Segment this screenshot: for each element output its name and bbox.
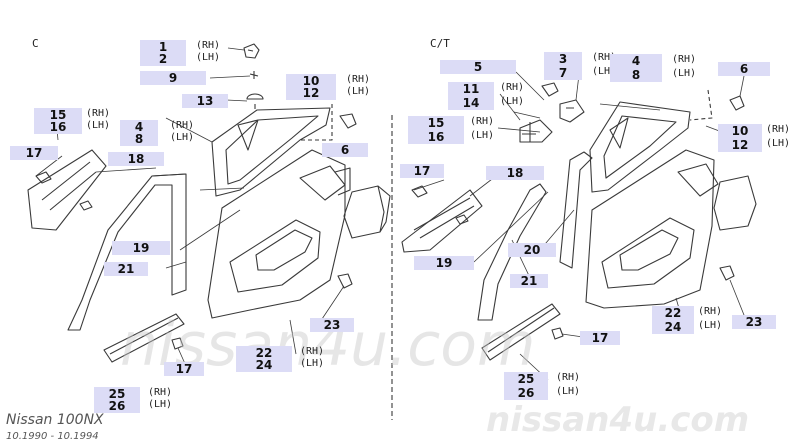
part-callout[interactable]: 8 [120, 132, 158, 146]
clip-part-left [243, 43, 260, 59]
clip-part-right [541, 82, 559, 97]
strip-right [559, 151, 593, 269]
part-callout[interactable]: 8 [610, 68, 662, 82]
part-callout[interactable]: 23 [310, 318, 354, 332]
part-callout[interactable]: 1 [140, 40, 186, 54]
dashed-guide [689, 89, 713, 121]
part-callout[interactable]: 19 [414, 256, 474, 270]
part-callout[interactable]: 10 [286, 74, 336, 88]
part-callout[interactable]: 24 [652, 320, 694, 334]
b-pillar-strip-left [27, 149, 107, 231]
part-callout[interactable]: 17 [400, 164, 444, 178]
part-callout[interactable]: 16 [408, 130, 464, 144]
upper-pillar-trim-right [589, 101, 691, 193]
part-callout[interactable]: 23 [732, 315, 776, 329]
part-callout[interactable]: 21 [104, 262, 148, 276]
weatherstrip-left [67, 173, 187, 331]
part-callout[interactable]: 3 [544, 52, 582, 66]
part-callout[interactable]: 5 [440, 60, 516, 74]
lh-label: (LH) [300, 358, 325, 369]
part-callout[interactable]: 12 [718, 138, 762, 152]
part-callout[interactable]: 17 [10, 146, 58, 160]
lh-label: (LH) [672, 68, 697, 79]
rh-label: (RH) [556, 372, 581, 383]
rh-label: (RH) [470, 116, 495, 127]
lh-label: (LH) [698, 320, 723, 331]
part-callout[interactable]: 24 [236, 358, 292, 372]
part-callout[interactable]: 20 [508, 243, 556, 257]
part-callout[interactable]: 7 [544, 66, 582, 80]
rh-label: (RH) [592, 52, 617, 63]
speaker-cover-right [713, 175, 757, 231]
part-callout[interactable]: 4 [610, 54, 662, 68]
rh-label: (RH) [148, 387, 173, 398]
section-title-left: C [32, 37, 39, 50]
rh-label: (RH) [672, 54, 697, 65]
rh-label: (RH) [500, 82, 525, 93]
part-callout[interactable]: 14 [448, 96, 494, 110]
part-callout[interactable]: 17 [580, 331, 620, 345]
model-dates: 10.1990 - 10.1994 [6, 431, 99, 442]
part-callout[interactable]: 11 [448, 82, 494, 96]
rh-label: (RH) [86, 108, 111, 119]
upper-pillar-trim-left [211, 107, 331, 197]
lh-label: (LH) [196, 52, 221, 63]
part-callout[interactable]: 9 [140, 71, 206, 85]
lh-label: (LH) [556, 386, 581, 397]
lh-label: (LH) [170, 132, 195, 143]
speaker-cover-left [343, 185, 385, 239]
part-callout[interactable]: 13 [182, 94, 228, 108]
lh-label: (LH) [470, 130, 495, 141]
lh-label: (LH) [500, 96, 525, 107]
part-callout[interactable]: 10 [718, 124, 762, 138]
rh-label: (RH) [698, 306, 723, 317]
section-title-right: C/T [430, 37, 450, 50]
part-callout[interactable]: 21 [510, 274, 548, 288]
part-callout[interactable]: 6 [322, 143, 368, 157]
rh-label: (RH) [300, 346, 325, 357]
weatherstrip-right [477, 183, 547, 321]
part-callout[interactable]: 17 [164, 362, 204, 376]
part-callout[interactable]: 22 [236, 346, 292, 360]
part-callout[interactable]: 16 [34, 120, 82, 134]
rh-label: (RH) [170, 120, 195, 131]
screw-part-left [249, 71, 259, 79]
lh-label: (LH) [148, 399, 173, 410]
lh-label: (LH) [346, 86, 371, 97]
part-callout[interactable]: 25 [94, 387, 140, 401]
cap-part-left [246, 93, 264, 109]
lock-assembly-right [519, 119, 553, 143]
part-callout[interactable]: 4 [120, 120, 158, 134]
part-callout[interactable]: 18 [486, 166, 544, 180]
part-callout[interactable]: 6 [718, 62, 770, 76]
watermark-logo: nissan4u.com [486, 400, 750, 440]
lh-label: (LH) [86, 120, 111, 131]
part-callout[interactable]: 12 [286, 86, 336, 100]
quarter-trim-right [585, 149, 715, 309]
rh-label: (RH) [766, 124, 791, 135]
model-name: Nissan 100NX [6, 412, 104, 428]
part-callout[interactable]: 26 [504, 386, 548, 400]
sill-plate-right [481, 303, 561, 361]
part-callout[interactable]: 2 [140, 52, 186, 66]
part-callout[interactable]: 18 [108, 152, 164, 166]
part-callout[interactable]: 26 [94, 399, 140, 413]
part-callout[interactable]: 25 [504, 372, 548, 386]
part-callout[interactable]: 15 [408, 116, 464, 130]
dashed-guide [300, 104, 333, 141]
lh-label: (LH) [766, 138, 791, 149]
rh-label: (RH) [196, 40, 221, 51]
rh-label: (RH) [346, 74, 371, 85]
part-callout[interactable]: 15 [34, 108, 82, 122]
b-pillar-strip-right [401, 189, 483, 253]
sill-plate-left [103, 313, 185, 363]
part-callout[interactable]: 19 [112, 241, 170, 255]
lh-label: (LH) [592, 66, 617, 77]
part-callout[interactable]: 22 [652, 306, 694, 320]
quarter-trim-left [207, 149, 346, 319]
